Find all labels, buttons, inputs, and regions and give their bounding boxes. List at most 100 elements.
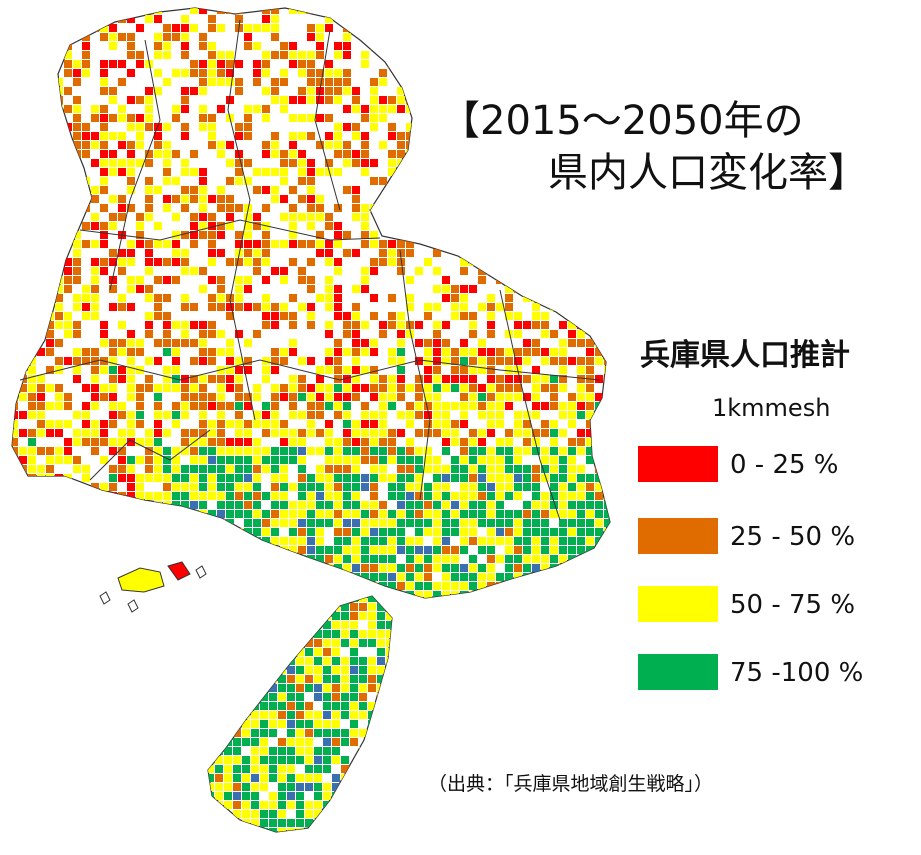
mesh-cell (19, 366, 27, 374)
mesh-cell (460, 465, 468, 473)
mesh-cell (415, 456, 423, 464)
mesh-cell (523, 429, 531, 437)
mesh-cell (325, 501, 333, 509)
mesh-cell (109, 375, 117, 383)
mesh-cell (505, 69, 513, 77)
mesh-cell (386, 828, 392, 832)
mesh-cell (28, 555, 36, 563)
mesh-cell (181, 384, 189, 392)
mesh-cell (397, 267, 405, 275)
mesh-cell (442, 78, 450, 86)
mesh-cell (568, 213, 576, 221)
mesh-cell (37, 492, 45, 500)
mesh-cell (505, 60, 513, 68)
mesh-cell (460, 87, 468, 95)
mesh-cell (307, 402, 315, 410)
mesh-cell (46, 573, 54, 581)
mesh-cell (73, 240, 81, 248)
mesh-cell (332, 738, 340, 746)
mesh-cell (316, 78, 324, 86)
mesh-cell (361, 456, 369, 464)
mesh-cell (352, 420, 360, 428)
mesh-cell (190, 303, 198, 311)
mesh-cell (64, 186, 72, 194)
mesh-cell (352, 15, 360, 23)
mesh-cell (181, 105, 189, 113)
mesh-cell (305, 738, 313, 746)
mesh-cell (208, 222, 216, 230)
mesh-cell (296, 720, 304, 728)
mesh-cell (287, 675, 295, 683)
mesh-cell (136, 159, 144, 167)
mesh-cell (559, 357, 567, 365)
mesh-cell (305, 603, 313, 611)
mesh-cell (379, 528, 387, 536)
mesh-cell (73, 96, 81, 104)
mesh-cell (287, 801, 295, 809)
mesh-cell (370, 456, 378, 464)
mesh-cell (352, 24, 360, 32)
mesh-cell (577, 231, 585, 239)
mesh-cell (208, 519, 216, 527)
mesh-cell (415, 15, 423, 23)
mesh-cell (46, 429, 54, 437)
mesh-cell (316, 528, 324, 536)
mesh-cell (559, 33, 567, 41)
mesh-cell (505, 591, 513, 598)
mesh-cell (478, 393, 486, 401)
mesh-cell (118, 258, 126, 266)
mesh-cell (415, 42, 423, 50)
mesh-cell (568, 483, 576, 491)
mesh-cell (109, 402, 117, 410)
mesh-cell (118, 195, 126, 203)
mesh-cell (442, 177, 450, 185)
mesh-cell (379, 393, 387, 401)
mesh-cell (298, 168, 306, 176)
mesh-cell (82, 357, 90, 365)
mesh-cell (154, 429, 162, 437)
mesh-cell (550, 501, 558, 509)
mesh-cell (242, 774, 250, 782)
mesh-cell (305, 756, 313, 764)
mesh-cell (127, 249, 135, 257)
mesh-cell (577, 330, 585, 338)
mesh-cell (251, 596, 259, 602)
mesh-cell (235, 87, 243, 95)
mesh-cell (523, 51, 531, 59)
mesh-cell (316, 42, 324, 50)
mesh-cell (12, 60, 18, 68)
mesh-cell (215, 648, 223, 656)
mesh-cell (208, 465, 216, 473)
mesh-cell (127, 285, 135, 293)
mesh-cell (278, 801, 286, 809)
mesh-cell (217, 501, 225, 509)
mesh-cell (163, 141, 171, 149)
mesh-cell (12, 402, 18, 410)
mesh-cell (451, 366, 459, 374)
mesh-cell (289, 528, 297, 536)
mesh-cell (37, 285, 45, 293)
mesh-cell (550, 474, 558, 482)
mesh-cell (73, 366, 81, 374)
mesh-cell (242, 630, 250, 638)
mesh-cell (55, 546, 63, 554)
mesh-cell (586, 564, 594, 572)
mesh-cell (19, 222, 27, 230)
mesh-cell (460, 267, 468, 275)
mesh-cell (91, 303, 99, 311)
mesh-cell (235, 231, 243, 239)
mesh-cell (215, 828, 223, 832)
mesh-cell (343, 555, 351, 563)
mesh-cell (73, 24, 81, 32)
mesh-cell (226, 591, 234, 598)
mesh-cell (190, 8, 198, 14)
mesh-cell (370, 78, 378, 86)
mesh-cell (514, 456, 522, 464)
mesh-cell (388, 447, 396, 455)
mesh-cell (73, 465, 81, 473)
mesh-cell (433, 555, 441, 563)
mesh-cell (280, 492, 288, 500)
mesh-cell (577, 564, 585, 572)
mesh-cell (127, 483, 135, 491)
mesh-cell (487, 150, 495, 158)
